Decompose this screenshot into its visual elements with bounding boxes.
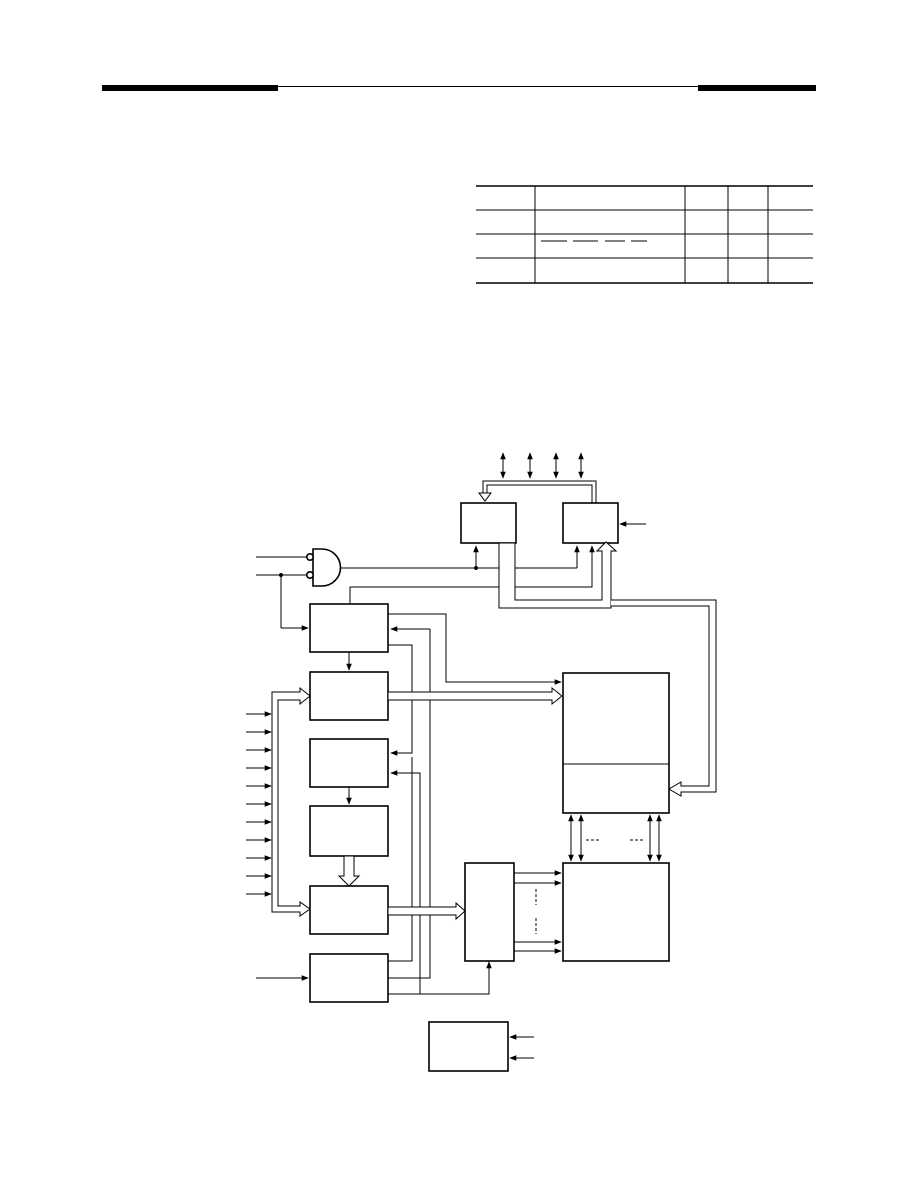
top-data-pins xyxy=(500,452,584,479)
column-decoder-block xyxy=(464,862,515,962)
input-buffer-bus xyxy=(498,541,618,609)
timing-to-column-line xyxy=(388,757,413,962)
output-buffer-block xyxy=(562,502,619,544)
refresh-feedback-line xyxy=(390,770,421,994)
latch-to-column-bus xyxy=(337,855,361,887)
header-rule-right xyxy=(698,85,816,91)
header-rule-thin xyxy=(278,86,698,87)
refresh-counter-block xyxy=(309,738,389,788)
power-block xyxy=(428,1021,509,1072)
top-data-bus xyxy=(482,480,597,504)
control-gate xyxy=(256,545,580,631)
control-feedback-line xyxy=(388,629,431,979)
column-address-bus xyxy=(387,901,466,921)
row-address-buffer-block xyxy=(309,671,389,721)
pin-table xyxy=(476,185,813,284)
row-address-bus xyxy=(387,686,563,706)
memory-array-block xyxy=(562,672,670,814)
decoder-output-lines xyxy=(514,870,562,954)
inverting-bubble xyxy=(305,552,314,561)
array-io-lines xyxy=(568,814,662,862)
input-buffer-block xyxy=(460,502,517,544)
and-gate-symbol xyxy=(312,548,342,587)
top-bus-arrowhead xyxy=(478,492,492,502)
address-inputs xyxy=(246,711,272,897)
timing-to-decoder-line xyxy=(388,961,492,995)
address-bus xyxy=(271,686,311,917)
control-logic-block xyxy=(309,603,389,653)
timing-block xyxy=(309,953,389,1003)
inverting-bubble xyxy=(305,570,314,579)
column-address-buffer-block xyxy=(309,885,389,935)
control-to-output-line xyxy=(349,545,595,603)
column-io-block xyxy=(562,862,670,962)
header-rule-left xyxy=(102,85,278,91)
address-latch-block xyxy=(309,805,389,857)
control-to-array-line xyxy=(388,613,562,685)
